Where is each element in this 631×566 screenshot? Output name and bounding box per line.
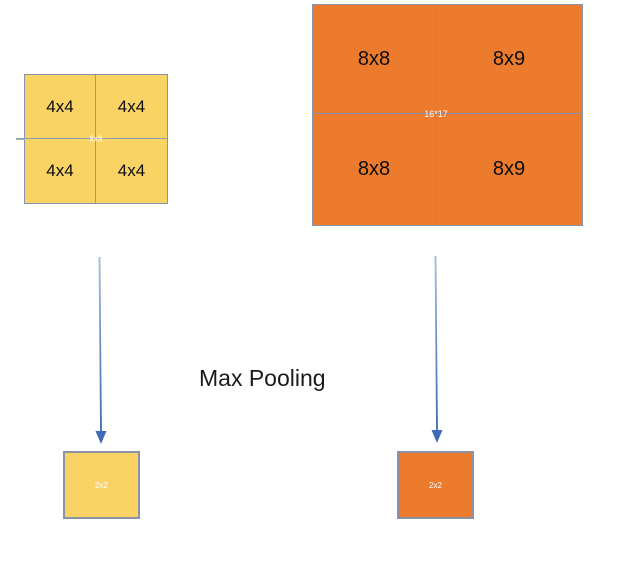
output-size-label: 2x2 [429,480,442,490]
pooling-input-orange: 8x8 8x9 8x8 8x9 16*17 [312,4,583,226]
pooling-output-orange: 2x2 [397,451,474,519]
grid-cell: 4x4 [25,139,96,203]
pooling-input-yellow: 4x4 4x4 4x4 4x4 8x8 [16,74,168,204]
grid-cell: 4x4 [25,75,96,139]
grid-cell: 8x9 [436,5,582,114]
max-pooling-label: Max Pooling [199,365,326,391]
grid-cell: 4x4 [96,75,167,139]
arrow-down-icon [431,255,443,443]
grid-cell: 8x8 [313,114,436,225]
arrow-down-icon [95,256,107,444]
grid-cell: 8x8 [313,5,436,114]
divider-tick [16,138,25,140]
pooling-output-yellow: 2x2 [63,451,140,519]
grid-cell: 4x4 [117,161,146,180]
grid-cell: 8x9 [492,158,526,180]
output-size-label: 2x2 [95,480,108,490]
